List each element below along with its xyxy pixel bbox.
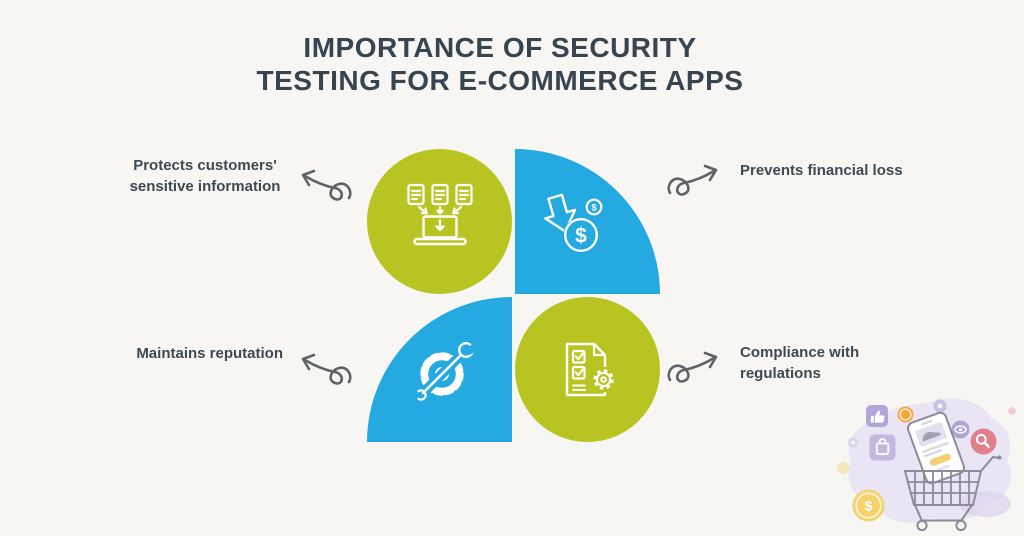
checklist-gear-icon bbox=[565, 342, 617, 397]
dot-icon-small bbox=[847, 437, 859, 448]
thumbs-up-icon bbox=[866, 405, 888, 427]
shoe-image bbox=[922, 432, 941, 442]
dollar-symbol: $ bbox=[575, 225, 587, 248]
curly-arrow-icon-top-left bbox=[301, 169, 352, 201]
dot-icon bbox=[933, 399, 947, 413]
title-line-2: TESTING FOR E-COMMERCE APPS bbox=[256, 65, 744, 96]
coin-icon bbox=[897, 406, 914, 423]
shopping-bag-icon bbox=[869, 434, 896, 461]
shopping-cart-icon bbox=[904, 455, 1002, 532]
shape-compliance bbox=[515, 297, 660, 442]
gear-wrench-icon bbox=[408, 341, 480, 405]
title-line-1: IMPORTANCE OF SECURITY bbox=[303, 32, 697, 63]
documents-download-icon bbox=[407, 183, 473, 246]
label-prevents-loss: Prevents financial loss bbox=[740, 162, 903, 179]
dollar-coin-icon: $ bbox=[852, 489, 885, 522]
dollar-symbol-coin: $ bbox=[865, 498, 873, 514]
label-maintains-reputation: Maintains reputation bbox=[136, 345, 283, 362]
dollar-symbol-small: $ bbox=[591, 203, 597, 214]
smartphone bbox=[906, 411, 966, 485]
label-compliance: Compliance with regulations bbox=[740, 344, 860, 382]
quadrant-group: $ $ bbox=[367, 149, 660, 442]
eye-icon bbox=[951, 420, 970, 439]
label-protects-info: Protects customers' sensitive informatio… bbox=[129, 157, 281, 195]
curly-arrow-icon-top-right bbox=[667, 164, 718, 196]
curly-arrow-icon-bottom-left bbox=[301, 353, 352, 385]
curly-arrow-icon-bottom-right bbox=[667, 351, 718, 383]
dollar-loss-icon: $ $ bbox=[544, 193, 603, 253]
page-title: IMPORTANCE OF SECURITY TESTING FOR E-COM… bbox=[0, 31, 1000, 97]
shopping-cart-illustration: $ bbox=[837, 398, 1016, 532]
dot-icon-pink bbox=[1008, 407, 1016, 415]
search-icon bbox=[970, 428, 997, 455]
